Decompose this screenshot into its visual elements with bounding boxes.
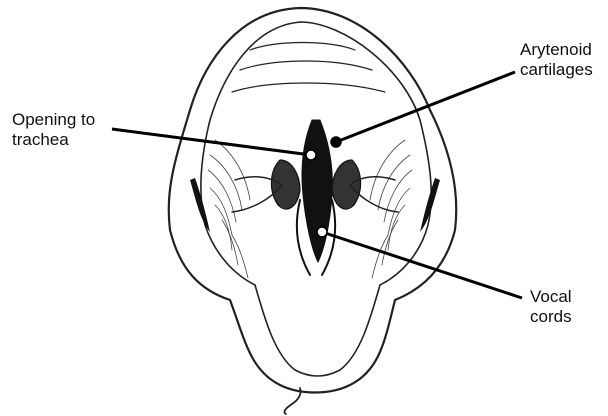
shadow-right	[420, 178, 440, 232]
arytenoid-left	[271, 160, 300, 209]
label-vocal-cords: Vocal cords	[530, 287, 572, 327]
arytenoid-right	[332, 160, 361, 209]
larynx-illustration	[169, 8, 457, 414]
leader-line-opening	[112, 129, 311, 155]
marker-arytenoid	[331, 137, 341, 147]
label-arytenoid-line-2: cartilages	[520, 60, 593, 80]
leader-line-arytenoid	[336, 72, 515, 142]
glottis-opening	[302, 120, 332, 262]
epiglottis-ridge	[232, 43, 385, 93]
shadow-left	[190, 178, 210, 232]
label-vocal-line-1: Vocal	[530, 287, 572, 307]
marker-vocal	[317, 227, 327, 237]
marker-opening	[306, 150, 316, 160]
label-opening-line-2: trachea	[12, 130, 95, 150]
hatching-right	[370, 140, 412, 278]
label-opening-to-trachea: Opening to trachea	[12, 110, 95, 150]
label-arytenoid-cartilages: Arytenoid cartilages	[520, 40, 593, 80]
label-vocal-line-2: cords	[530, 307, 572, 327]
label-opening-line-1: Opening to	[12, 110, 95, 130]
label-arytenoid-line-1: Arytenoid	[520, 40, 593, 60]
